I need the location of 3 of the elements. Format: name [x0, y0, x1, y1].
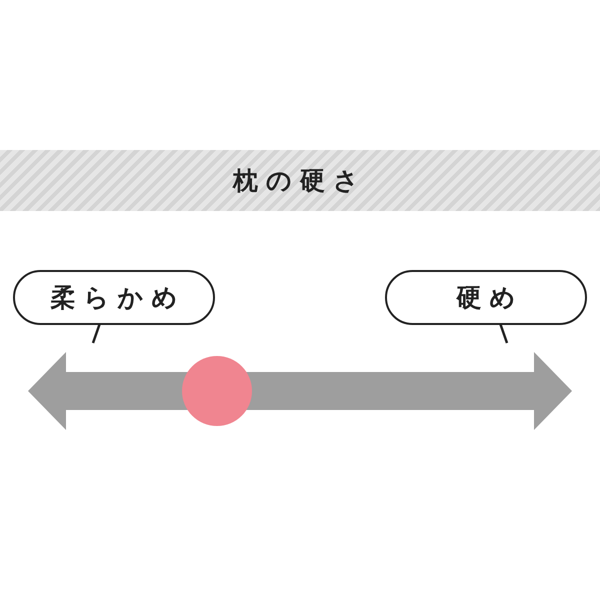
bubble-label: 柔らかめ	[50, 282, 186, 314]
title: 枕の硬さ	[233, 165, 367, 197]
bubble-label: 硬め	[455, 282, 524, 314]
